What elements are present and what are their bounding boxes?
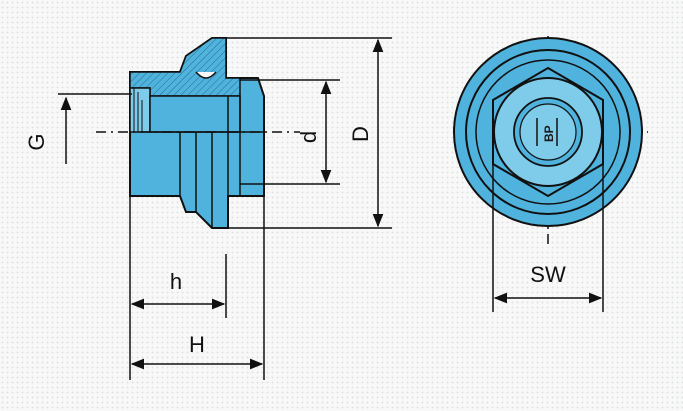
label-SW: SW [530,262,566,287]
label-G: G [24,133,49,150]
logo-circle-inner [519,103,577,161]
inner-bore [149,95,241,133]
front-view: BP [453,36,648,244]
label-h: h [170,269,182,294]
logo-text: BP [542,125,556,142]
logo-icon: BP [536,118,558,146]
label-D: D [348,126,373,142]
o-ring-groove [195,71,217,79]
thread-section [129,87,151,133]
front-dimensions [492,164,604,312]
side-view [96,37,300,229]
label-d: d [296,131,321,143]
side-dimensions [58,37,392,380]
label-H: H [189,332,205,357]
